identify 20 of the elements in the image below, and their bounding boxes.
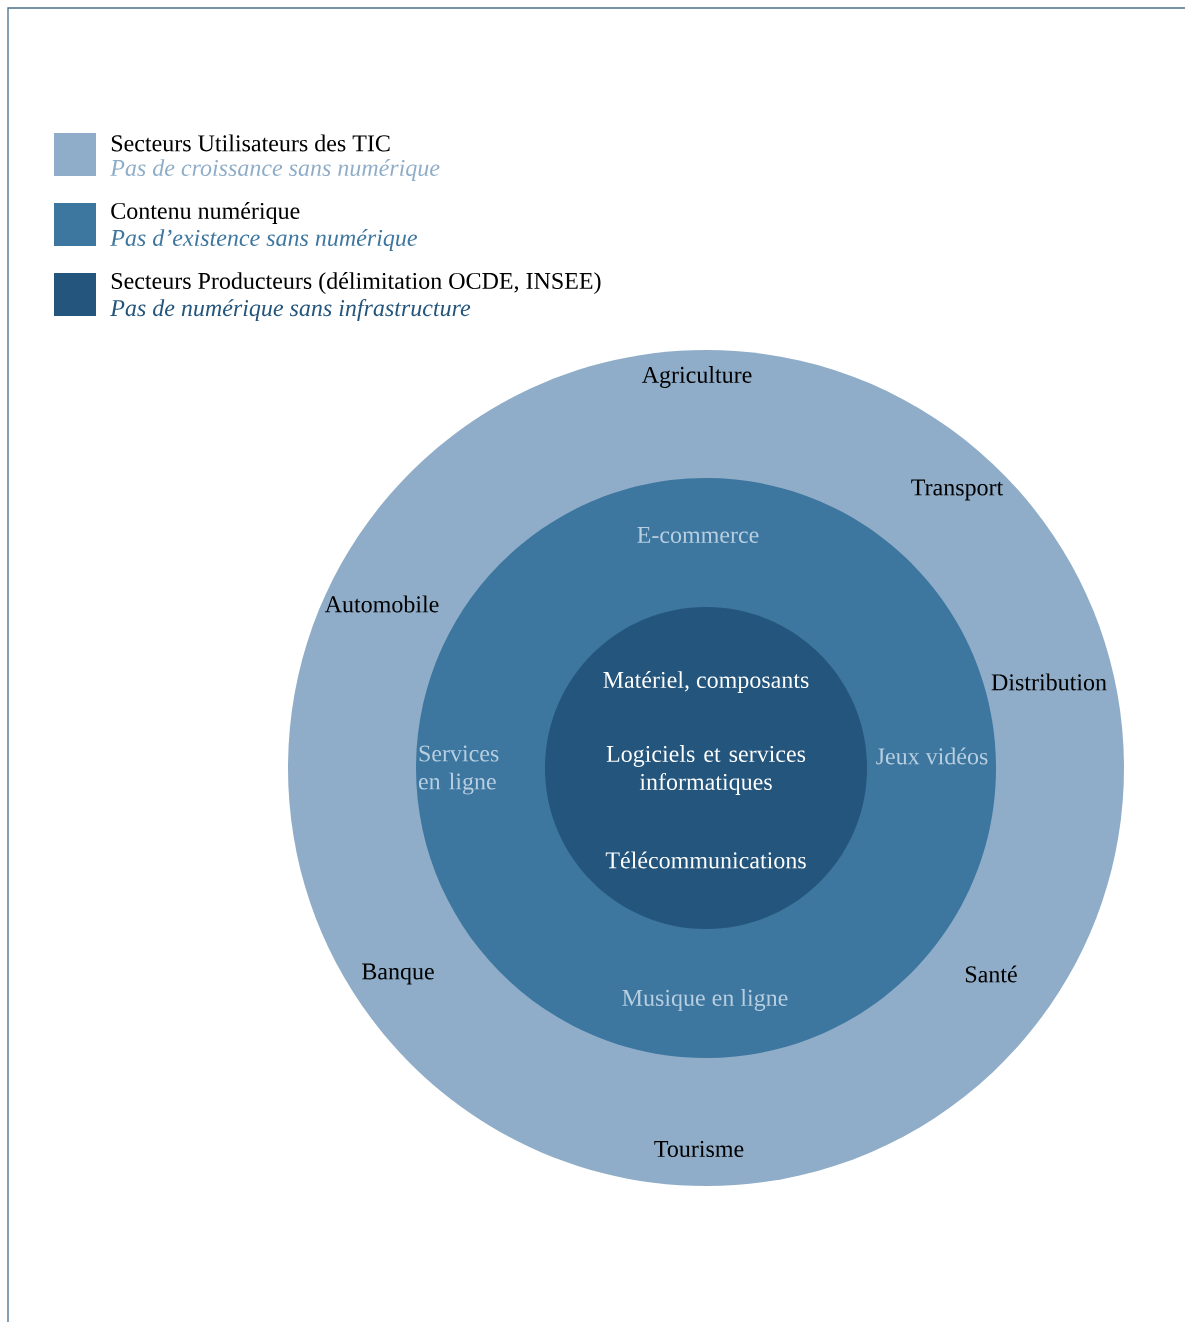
legend-label: Contenu numérique <box>111 202 300 224</box>
sector-label: Banque <box>362 963 434 985</box>
legend-subtitle: Pas de croissance sans numérique <box>110 159 440 181</box>
sector-label: Automobile <box>324 595 439 613</box>
legend-subtitle: Pas d’existence sans numérique <box>110 229 417 251</box>
legend-label: Secteurs Producteurs (délimitation OCDE, INSEE) <box>111 272 601 294</box>
sector-label: Jeux vidéos <box>876 747 988 765</box>
sector-label: Télécommunications <box>605 851 806 869</box>
sector-label: E-commerce <box>637 527 759 543</box>
sector-label: Distribution <box>991 673 1107 691</box>
legend-label: Secteurs Utilisateurs des TIC <box>111 134 390 152</box>
sector-label: Logiciels et services informatiques <box>606 745 806 795</box>
legend-subtitle: Pas de numérique sans infrastructure <box>110 299 471 321</box>
sector-label: Santé <box>965 965 1017 983</box>
sector-label: Matériel, composants <box>603 671 809 693</box>
sector-label: Transport <box>911 479 1004 501</box>
sector-label: Services en ligne <box>418 745 499 795</box>
sector-label: Tourisme <box>654 1140 744 1158</box>
sector-label: Musique en ligne <box>622 989 788 1011</box>
sector-label: Agriculture <box>641 366 752 388</box>
